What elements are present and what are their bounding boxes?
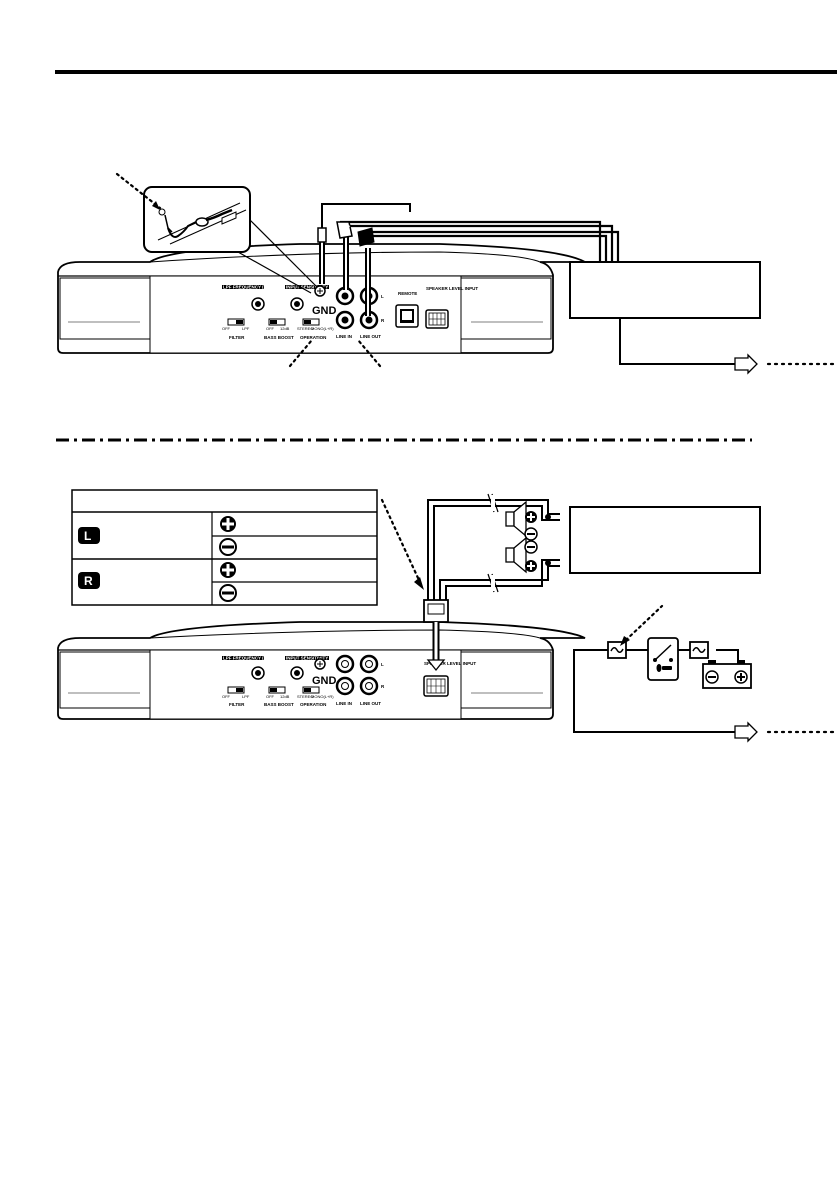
amp-ch-l-label: L [381,294,384,299]
battery-circuit [573,604,837,743]
head-unit-box-1 [569,261,761,319]
head-unit-box-2 [569,506,761,574]
ignition-switch-icon [647,637,679,681]
channel-r-label: R [84,574,93,588]
speaker-icon [505,500,527,538]
remote-label: REMOTE [398,291,417,296]
remote-arrow [734,353,758,375]
channel-r-badge [78,572,100,589]
amp-ch-r-label-2: R [381,684,385,689]
amp-ch-r-label: R [381,318,385,323]
battery-icon [702,660,752,689]
op-mono-label-2: MONO(L+R) [311,694,334,699]
operation-label-2: OPERATION [300,702,326,707]
minus-icon [524,527,538,541]
speaker-level-input-label: SPEAKER LEVEL INPUT [426,286,478,291]
amp-ch-l-label-2: L [381,662,384,667]
filter-off-label: OFF [222,326,231,331]
channel-l-badge [78,527,100,544]
amplifier-2: LPF FREQUENCY (Hz) INPUT SENSITIVITY (V)… [57,621,586,720]
op-mono-label: MONO(L+R) [311,326,334,331]
bass-off-label: OFF [266,326,275,331]
lpf-frequency-label-2: LPF FREQUENCY (Hz) [223,656,271,661]
down-arrow-icon [426,659,446,672]
bass-12db-label-2: 12dB [280,694,290,699]
bass-12db-label: 12dB [280,326,290,331]
bass-off-label-2: OFF [266,694,275,699]
ground-terminal-inset [143,186,317,294]
input-sensitivity-label-2: INPUT SENSITIVITY (V) [286,656,336,661]
minus-icon [219,584,237,602]
plus-icon [525,560,537,572]
power-arrow [734,721,758,743]
header-rule [55,70,837,74]
section-speaker-connection: L R [57,489,837,743]
key-icon [656,664,662,672]
filter-label-2: FILTER [229,702,245,707]
channel-l-label: L [84,529,91,543]
gnd-label: GND [312,305,337,317]
filter-off-label-2: OFF [222,694,231,699]
line-out-label-2: LINE OUT [360,701,381,706]
filter-lpf-label: LPF [242,326,250,331]
line-out-label: LINE OUT [360,334,381,339]
filter-lpf-label-2: LPF [242,694,250,699]
gnd-label-2: GND [312,675,337,687]
line-in-label: LINE IN [336,334,352,339]
line-cables [319,203,620,316]
section-line-connection: LPF FREQUENCY (Hz) INPUT SENSITIVITY (V)… [57,172,837,375]
plus-icon [220,562,236,578]
plus-icon [525,511,537,523]
speaker-icon [505,536,527,574]
bass-boost-label-2: BASS BOOST [264,702,294,707]
speaker-wire-table: L R [71,489,378,606]
amplifier-1: LPF FREQUENCY (Hz) INPUT SENSITIVITY (V)… [57,243,589,354]
speaker-level-input-label-2: SPEAKER LEVEL INPUT [424,661,476,666]
remote-wire [619,318,735,365]
operation-label: OPERATION [300,335,326,340]
input-sensitivity-label: INPUT SENSITIVITY (V) [286,285,336,290]
line-in-label-2: LINE IN [336,701,352,706]
plus-icon [220,516,236,532]
minus-icon [219,538,237,556]
minus-icon [524,540,538,554]
filter-label: FILTER [229,335,245,340]
lpf-frequency-label: LPF FREQUENCY (Hz) [223,285,271,290]
op-stereo-label: STEREO [297,326,313,331]
op-stereo-label-2: STEREO [297,694,313,699]
bass-boost-label: BASS BOOST [264,335,294,340]
